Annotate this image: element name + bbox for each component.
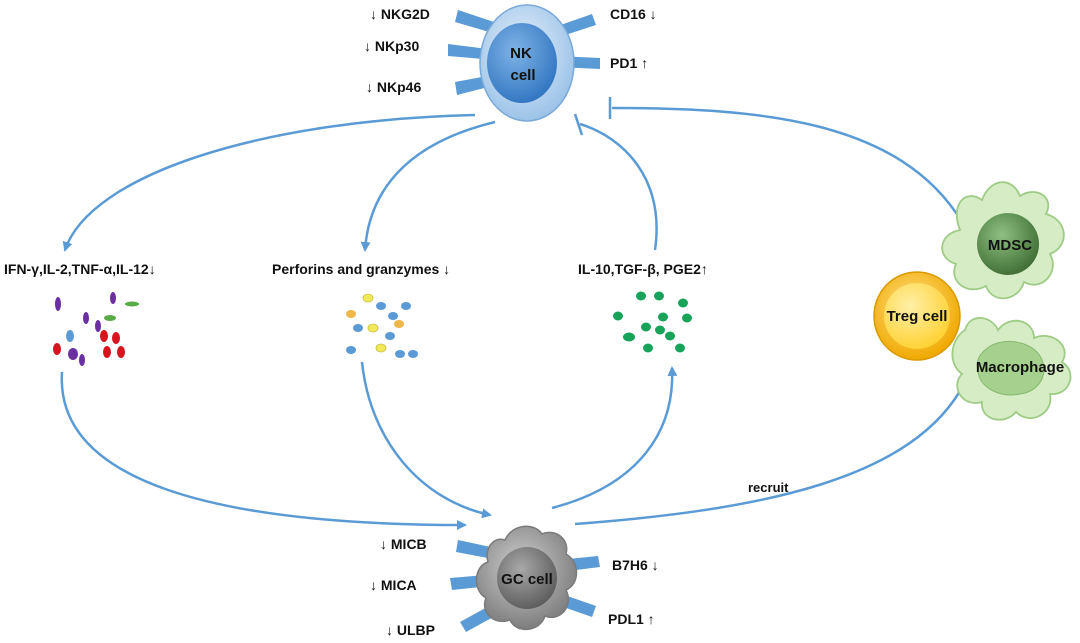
particle: [55, 297, 61, 311]
particle: [654, 291, 664, 301]
particle: [346, 346, 356, 354]
particle: [641, 322, 651, 332]
arrow-nk-to-cytokines: [62, 113, 476, 252]
treg-nucleus: [884, 283, 950, 349]
label-micb: ↓ MICB: [380, 536, 427, 552]
particle: [375, 343, 387, 353]
particle: [353, 324, 363, 332]
particle: [401, 302, 411, 310]
particle: [675, 343, 685, 353]
arrow-gc-recruit: [574, 380, 967, 526]
particle: [623, 332, 635, 342]
perforin-particles: [346, 293, 418, 358]
label-mica: ↓ MICA: [370, 577, 417, 593]
particle: [388, 312, 398, 320]
mdsc-label: MDSC: [988, 237, 1032, 254]
arrow-cytokines-to-gc: [60, 371, 467, 530]
particle: [53, 343, 61, 355]
gc-cell: GC cell: [450, 525, 600, 632]
particle: [79, 354, 85, 366]
gc-cell-nucleus: [497, 547, 557, 609]
arrow-nk-to-perforins: [360, 120, 496, 252]
recruit-label: recruit: [748, 480, 789, 495]
particle: [103, 346, 111, 358]
particle: [68, 348, 78, 360]
arrows-layer: [60, 97, 967, 530]
nk-cell-nucleus: [487, 23, 557, 103]
arrow-gc-to-suppressive: [551, 366, 678, 510]
label-ulbp: ↓ ULBP: [386, 622, 435, 638]
particle: [613, 311, 623, 321]
particle: [95, 320, 101, 332]
inhibit-bar-suppressive: [573, 113, 584, 136]
treg-cell: Treg cell: [873, 271, 961, 361]
gc-cell-label: GC cell: [501, 571, 553, 588]
particle: [376, 302, 386, 310]
particle: [682, 313, 692, 323]
label-b7h6: B7H6 ↓: [612, 557, 659, 573]
arrow-perforins-to-gc: [360, 361, 492, 519]
particle: [100, 330, 108, 342]
particle: [346, 310, 356, 318]
inhibit-mdsc-to-nk: [611, 106, 964, 223]
mdsc-cell: MDSC: [941, 181, 1065, 300]
macrophage-label: Macrophage: [976, 359, 1064, 376]
suppressive-particles: [613, 291, 692, 353]
macrophage-cell: Macrophage: [951, 317, 1072, 421]
nk-cell: NK cell: [448, 4, 600, 122]
particle: [678, 298, 688, 308]
particle: [408, 350, 418, 358]
label-pdl1: PDL1 ↑: [608, 611, 655, 627]
label-nkp30: ↓ NKp30: [364, 38, 419, 54]
particle: [394, 320, 404, 328]
particle: [117, 346, 125, 358]
inhibit-suppressive-to-nk: [579, 122, 658, 251]
label-pd1: PD1 ↑: [610, 55, 648, 71]
particle: [110, 292, 116, 304]
particle: [125, 301, 139, 307]
label-nkp46: ↓ NKp46: [366, 79, 421, 95]
particle: [395, 350, 405, 358]
particle: [643, 343, 653, 353]
macrophage-nucleus: [976, 340, 1045, 396]
particle: [112, 332, 120, 344]
label-nk-cytokines: IFN-γ,IL-2,TNF-α,IL-12↓: [4, 261, 156, 277]
nk-cell-label-line1: NK: [510, 45, 532, 62]
particle: [385, 332, 395, 340]
particle: [83, 312, 89, 324]
treg-label: Treg cell: [887, 308, 948, 325]
label-suppressive: IL-10,TGF-β, PGE2↑: [578, 261, 708, 277]
particle: [658, 312, 668, 322]
particle: [362, 293, 374, 303]
label-perforins: Perforins and granzymes ↓: [272, 261, 450, 277]
particle: [655, 325, 665, 335]
label-cd16: CD16 ↓: [610, 6, 657, 22]
particle: [665, 331, 675, 341]
particle: [367, 323, 379, 333]
mdsc-nucleus: [977, 213, 1039, 275]
label-nkg2d: ↓ NKG2D: [370, 6, 430, 22]
particle: [66, 330, 74, 342]
particle: [636, 291, 646, 301]
particle: [104, 315, 116, 321]
nk-cytokine-particles: [53, 292, 139, 366]
nk-cell-label-line2: cell: [510, 67, 535, 84]
